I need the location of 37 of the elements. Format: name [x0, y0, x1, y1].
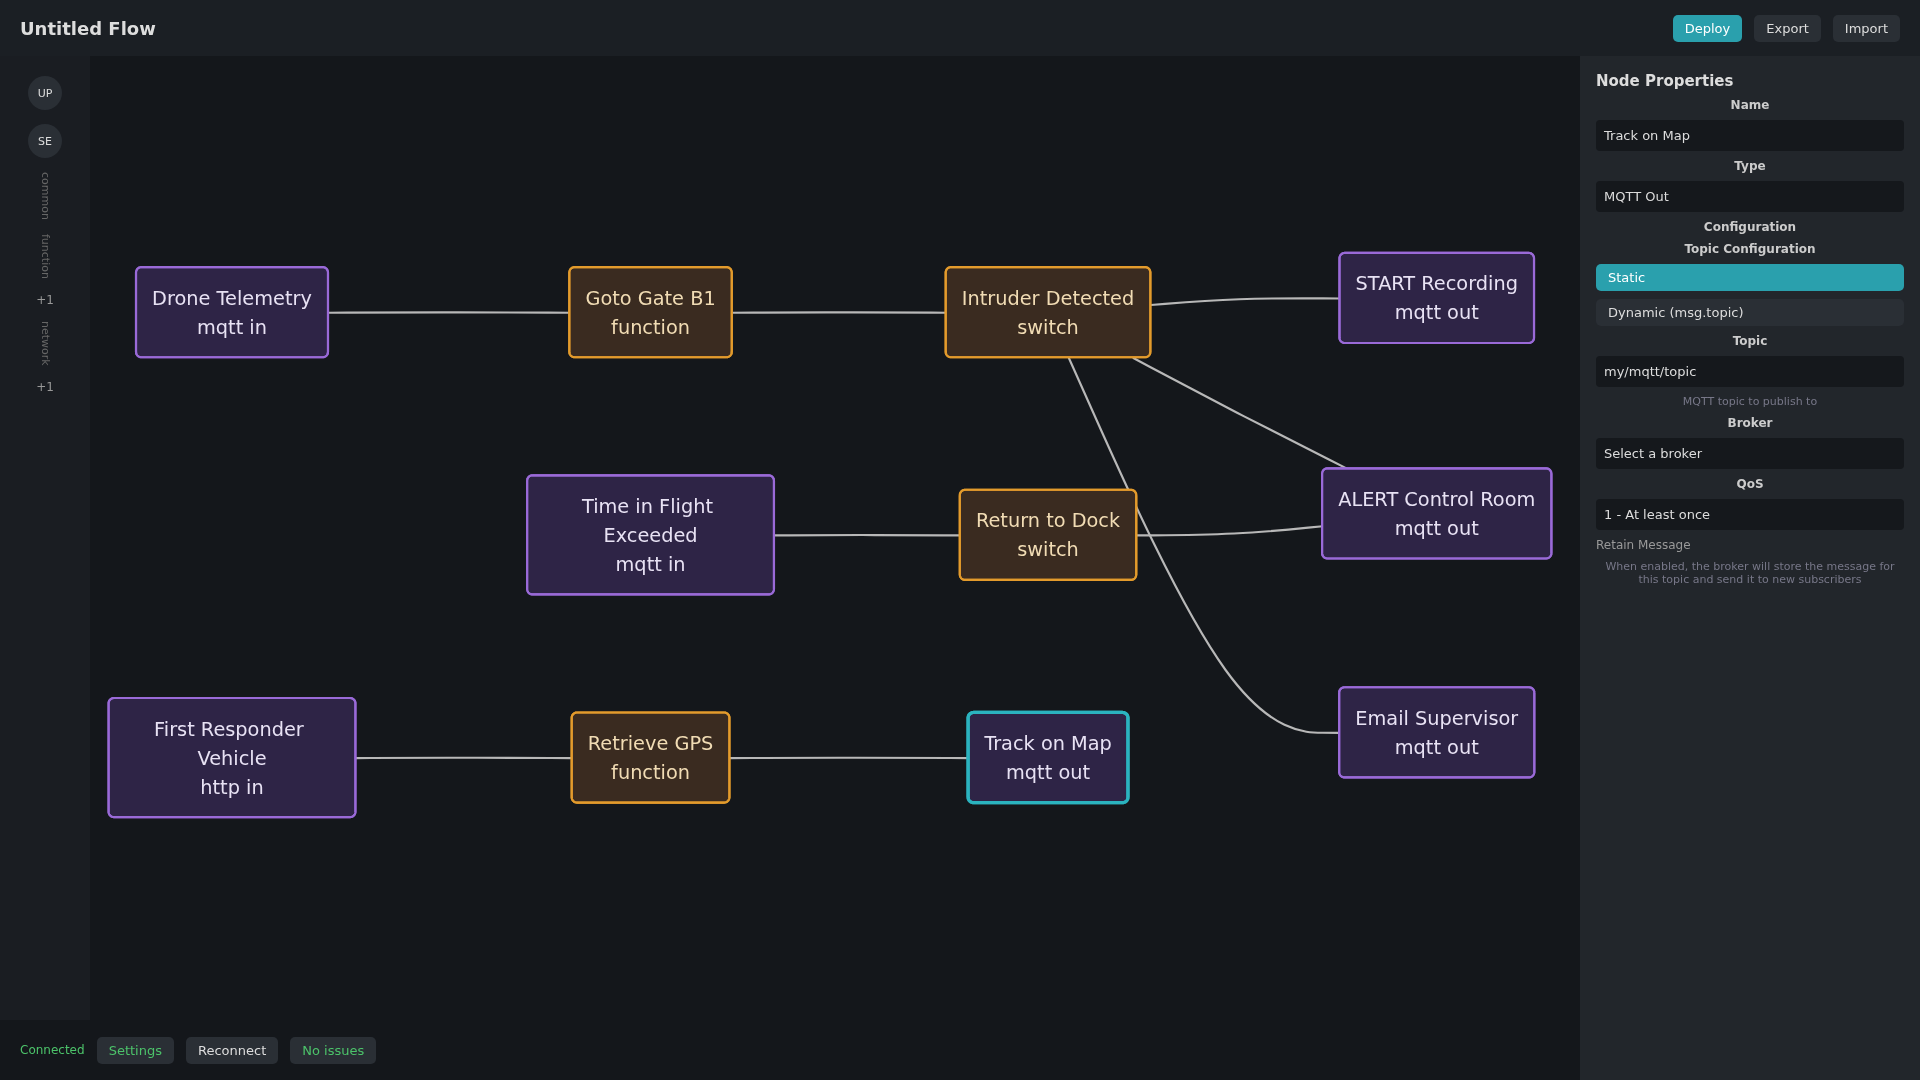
- reconnect-button: Reconnect: [185, 1036, 279, 1064]
- category-label: function: [38, 233, 52, 279]
- field-label: QoS: [1735, 477, 1765, 491]
- deploy-button: Deploy: [1672, 14, 1743, 42]
- avatar-circle: UP: [28, 76, 62, 110]
- panel-heading: Node Properties: [1596, 72, 1735, 90]
- connector: [328, 311, 570, 314]
- export-button: Export: [1754, 14, 1821, 42]
- field-label: Broker: [1726, 416, 1774, 430]
- text-field: my/mqtt/topic: [1596, 356, 1904, 387]
- dropdown: Select a broker: [1596, 438, 1904, 469]
- flow-title: Untitled Flow: [20, 17, 157, 39]
- connector: [1136, 525, 1323, 537]
- field-label: Name: [1729, 98, 1771, 112]
- help-text: When enabled, the broker will store the message for this topic and send it to new subscribers: [1604, 560, 1896, 586]
- connector: [1150, 297, 1340, 307]
- toggle-button: Dynamic (msg.topic): [1596, 299, 1904, 326]
- settings-button: Settings: [96, 1036, 174, 1064]
- field-label: Type: [1733, 159, 1767, 173]
- text-field: Track on Map: [1596, 120, 1904, 151]
- connector: [1067, 357, 1340, 734]
- help-text: MQTT topic to publish to: [1681, 395, 1819, 408]
- checkbox-label: Retain Message: [1596, 538, 1692, 552]
- category-label: network: [38, 320, 52, 366]
- type-field: MQTT Out: [1596, 181, 1904, 212]
- field-label: Topic Configuration: [1683, 242, 1817, 256]
- category-label: common: [38, 172, 52, 220]
- status-badge: No issues: [290, 1036, 377, 1064]
- dropdown: 1 - At least once: [1596, 499, 1904, 530]
- toggle-button: Static: [1596, 264, 1904, 291]
- section-heading: Configuration: [1702, 220, 1798, 234]
- field-label: Topic: [1731, 334, 1769, 348]
- status-text: Connected: [20, 1043, 85, 1057]
- more-count: +1: [36, 379, 54, 394]
- avatar-circle: SE: [28, 124, 62, 158]
- more-count: +1: [36, 292, 54, 307]
- import-button: Import: [1832, 14, 1900, 42]
